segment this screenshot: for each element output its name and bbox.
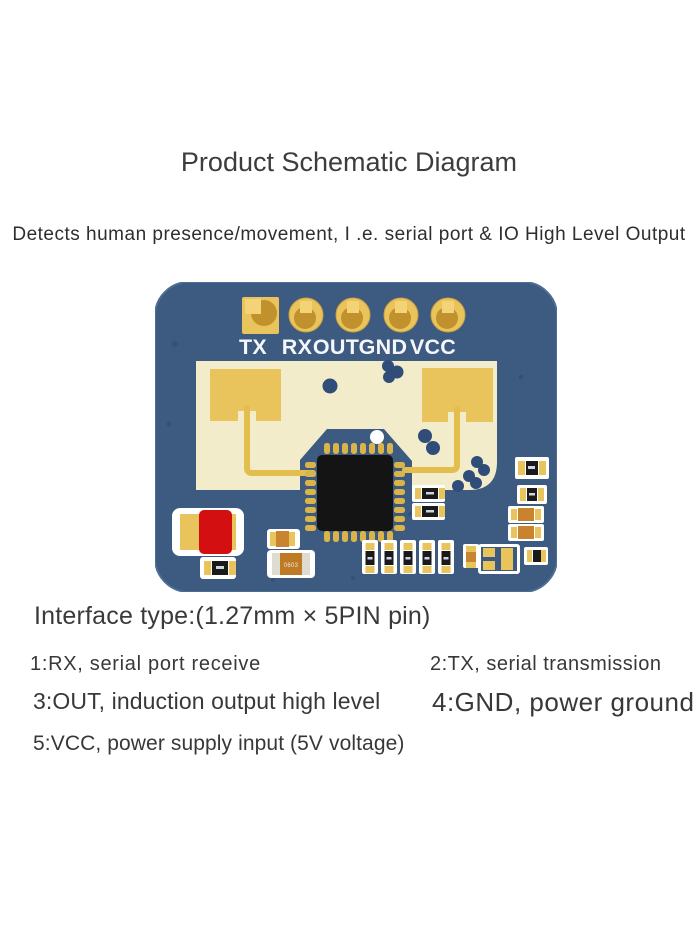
- mounting-holes: [322, 360, 490, 492]
- cap-marking: 0603: [284, 563, 299, 569]
- pin-desc-rx: 1:RX, serial port receive: [30, 653, 261, 675]
- pin-desc-out: 3:OUT, induction output high level: [33, 688, 381, 714]
- antenna-left: [210, 369, 316, 476]
- pin1-dot: [370, 430, 384, 444]
- antenna-right: [402, 368, 493, 473]
- main-chip: [305, 430, 405, 542]
- tx-pad: [242, 297, 279, 334]
- pin-desc-gnd: 4:GND, power ground: [432, 687, 695, 717]
- out-pad: [335, 297, 371, 333]
- board-vias: [166, 341, 524, 582]
- page-title: Product Schematic Diagram: [180, 147, 518, 177]
- smd-resistor: [200, 557, 236, 579]
- rx-pad: [288, 297, 324, 333]
- pin-desc-tx: 2:TX, serial transmission: [430, 653, 662, 675]
- out-label: OUT: [313, 335, 359, 359]
- smd-group-bottom-right: [463, 544, 548, 574]
- vcc-pad: [430, 297, 466, 333]
- smd-resistor-row: [362, 540, 454, 574]
- smd-resistor-pair: [412, 485, 445, 520]
- pcb-product-image: TX RX OUT GND VCC: [154, 281, 558, 593]
- led: [199, 510, 232, 554]
- smd-capacitor-small: [267, 529, 300, 549]
- tx-label: TX: [239, 335, 267, 359]
- rx-label: RX: [282, 335, 313, 359]
- interface-heading: Interface type:(1.27mm × 5PIN pin): [34, 602, 431, 630]
- header-pads: [242, 297, 466, 334]
- chip-body: [317, 455, 393, 531]
- smd-group-right-edge: [508, 457, 549, 541]
- led-assembly: [172, 508, 244, 556]
- pin-desc-vcc: 5:VCC, power supply input (5V voltage): [33, 732, 405, 755]
- pin-labels: TX RX OUT GND VCC: [239, 335, 456, 359]
- gnd-label: GND: [359, 335, 408, 359]
- smd-capacitor-0603: 0603: [267, 550, 315, 578]
- vcc-label: VCC: [410, 335, 456, 359]
- page-subtitle: Detects human presence/movement, I .e. s…: [12, 224, 686, 245]
- gnd-pad: [383, 297, 419, 333]
